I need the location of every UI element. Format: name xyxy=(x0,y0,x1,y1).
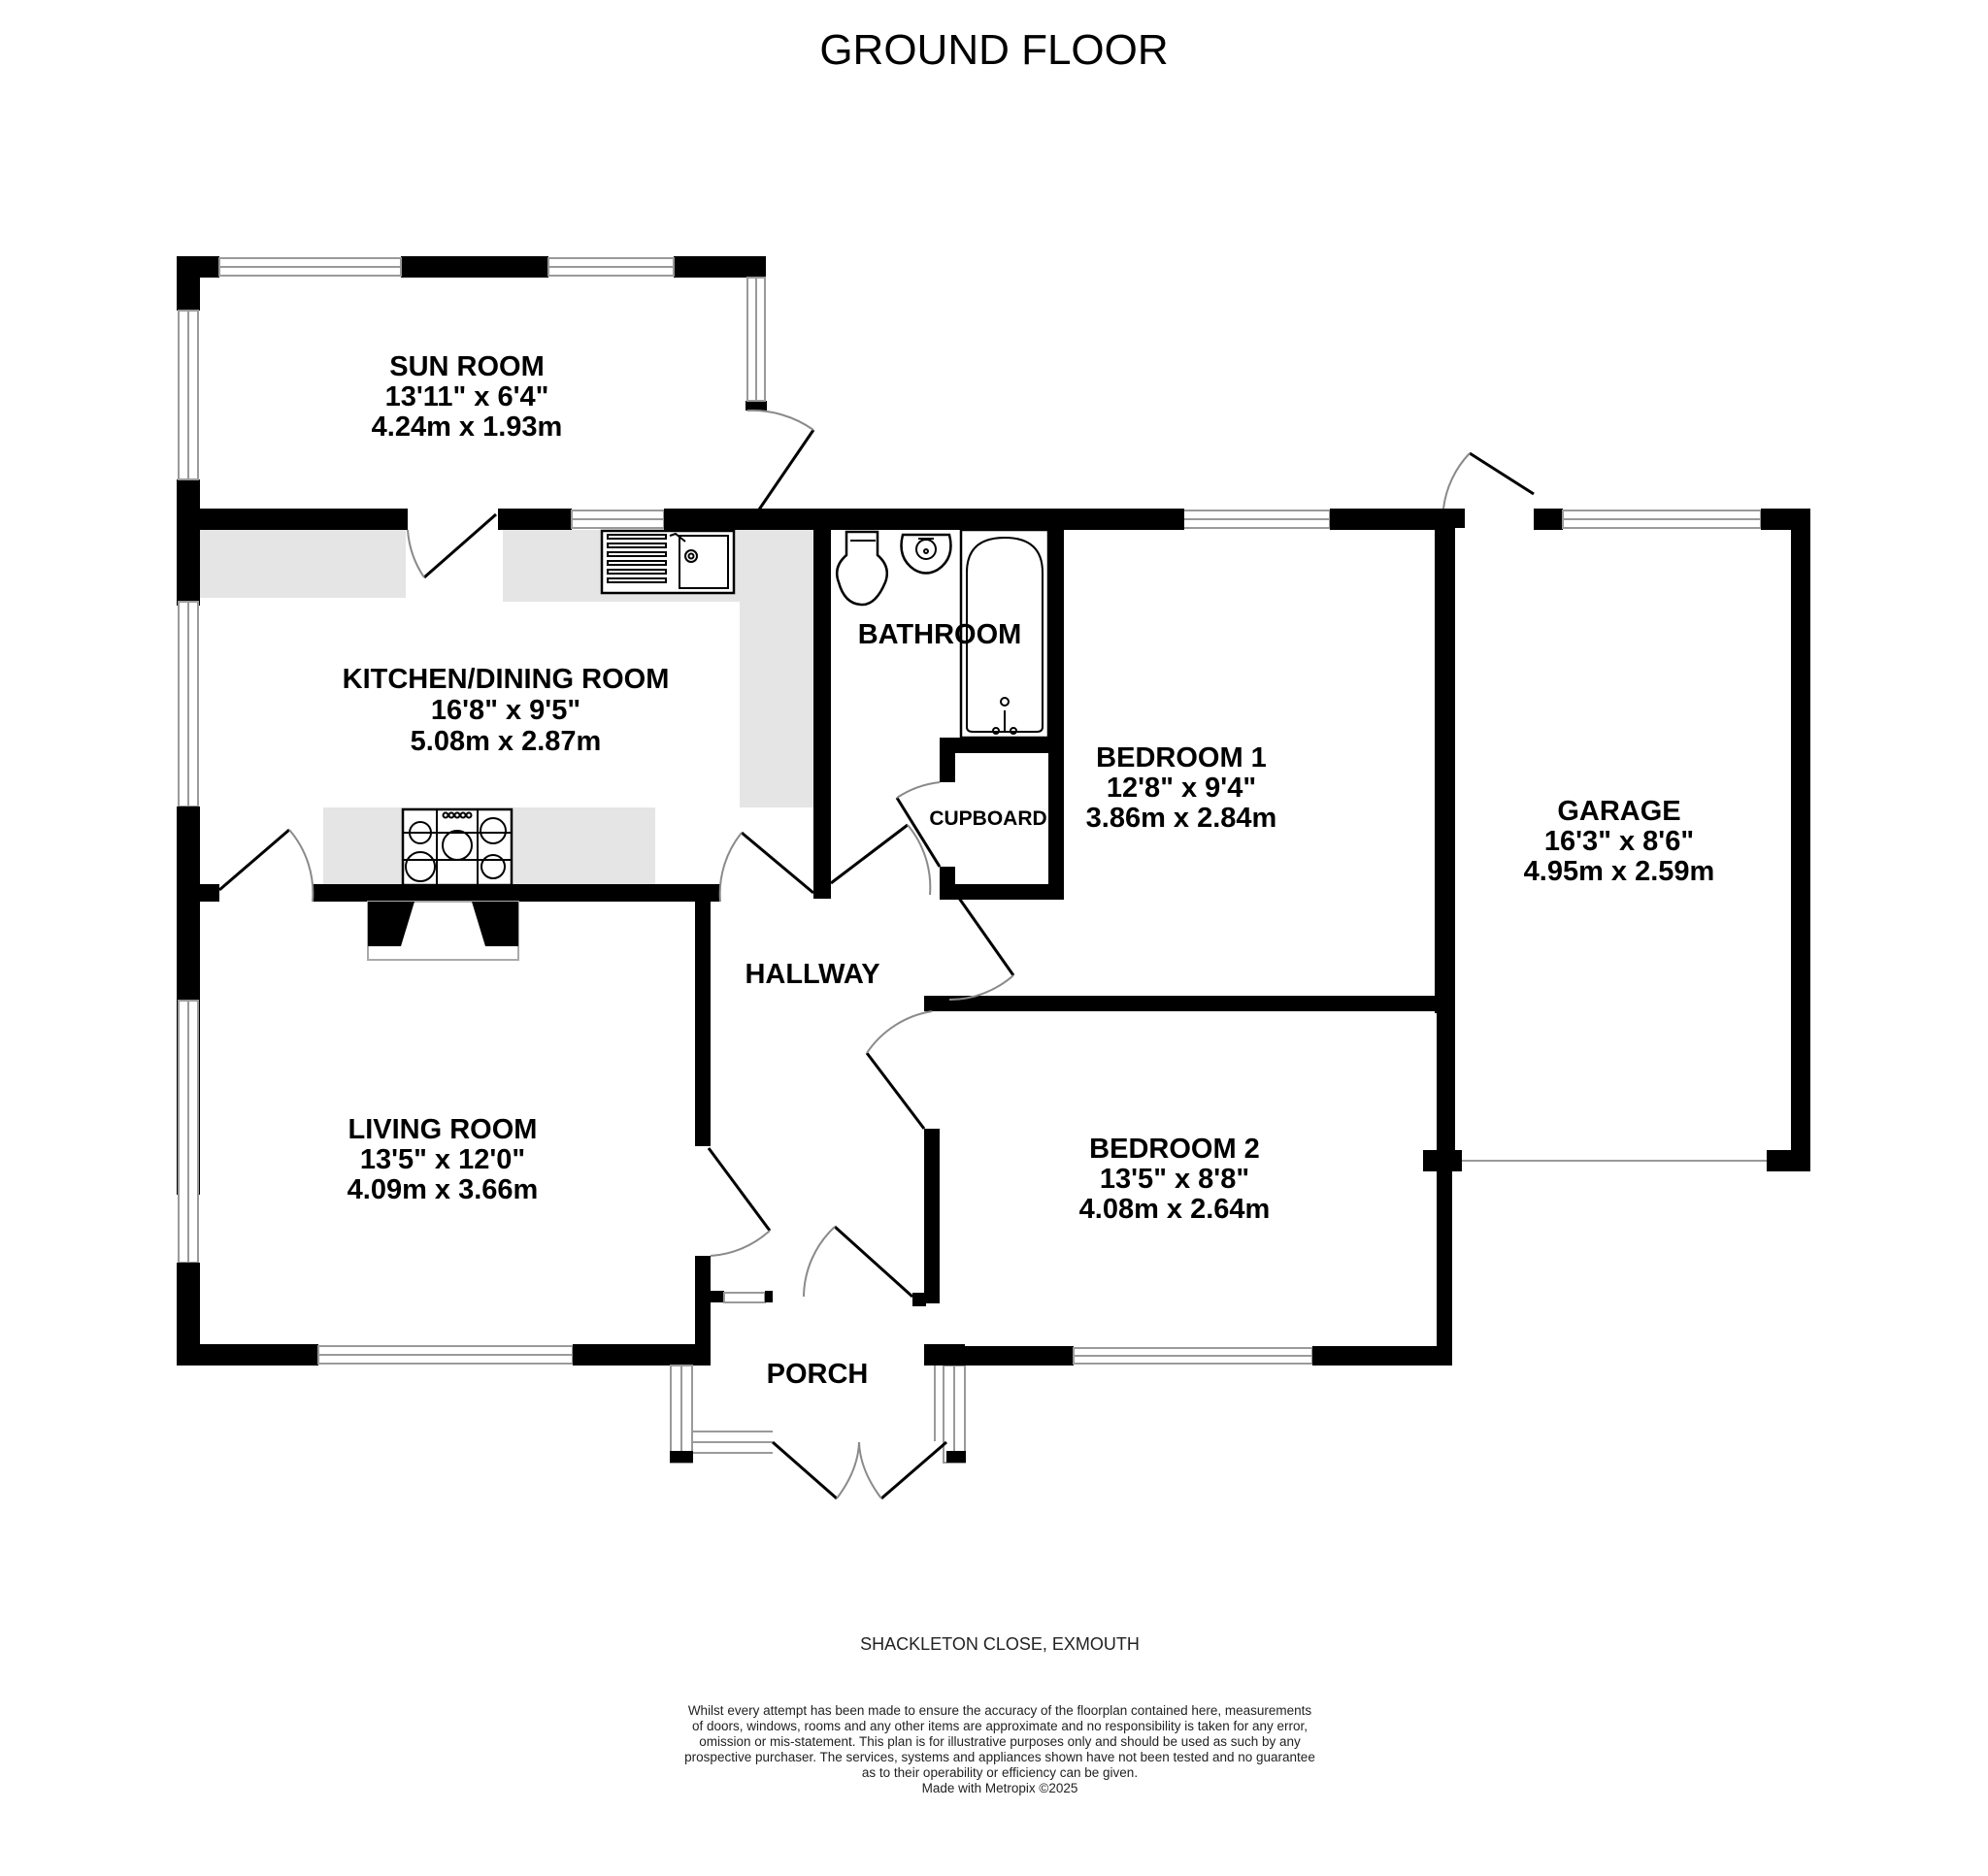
address: SHACKLETON CLOSE, EXMOUTH xyxy=(860,1634,1140,1654)
floor-title: GROUND FLOOR xyxy=(819,26,1168,74)
fireplace-icon xyxy=(367,901,519,961)
living-room-door xyxy=(707,1147,772,1257)
bedroom2-door xyxy=(865,1010,933,1130)
cupboard-door xyxy=(895,781,942,868)
bathroom-walls xyxy=(815,530,1064,900)
disclaimer-line: omission or mis-statement. This plan is … xyxy=(699,1734,1301,1749)
room-name-bathroom: BATHROOM xyxy=(858,619,1022,650)
sink-icon xyxy=(600,529,736,595)
kitchen-living-door xyxy=(218,828,315,903)
room-dims-metric-sun-room: 4.24m x 1.93m xyxy=(372,411,563,443)
room-dims-imperial-bedroom-1: 12'8" x 9'4" xyxy=(1107,773,1256,804)
room-dims-imperial-sun-room: 13'11" x 6'4" xyxy=(385,381,549,412)
room-dims-metric-garage: 4.95m x 2.59m xyxy=(1524,856,1715,887)
room-name-garage: GARAGE xyxy=(1557,796,1680,827)
room-name-porch: PORCH xyxy=(767,1359,869,1390)
kitchen-top-walls xyxy=(177,509,1450,530)
room-name-bedroom-1: BEDROOM 1 xyxy=(1096,742,1267,773)
room-name-living-room: LIVING ROOM xyxy=(348,1114,538,1145)
room-dims-imperial-garage: 16'3" x 8'6" xyxy=(1544,826,1694,857)
disclaimer-line: as to their operability or efficiency ca… xyxy=(862,1765,1138,1780)
toilet-icon xyxy=(836,530,888,607)
disclaimer-line: of doors, windows, rooms and any other i… xyxy=(692,1719,1308,1733)
room-dims-metric-living-room: 4.09m x 3.66m xyxy=(348,1174,539,1205)
disclaimer: Whilst every attempt has been made to en… xyxy=(684,1703,1315,1795)
basin-icon xyxy=(900,533,952,575)
kitchen-bottom-wall xyxy=(200,884,720,902)
room-name-cupboard: CUPBOARD xyxy=(929,807,1046,830)
room-name-hallway: HALLWAY xyxy=(745,959,879,990)
bathroom-door xyxy=(830,823,932,896)
bath-icon xyxy=(959,528,1050,740)
living-room-walls xyxy=(177,1000,711,1366)
kitchen-sunroom-door xyxy=(407,512,497,579)
room-name-bedroom-2: BEDROOM 2 xyxy=(1089,1134,1260,1165)
room-name-sun-room: SUN ROOM xyxy=(389,351,545,382)
disclaimer-line: prospective purchaser. The services, sys… xyxy=(684,1750,1315,1764)
room-dims-metric-bedroom-1: 3.86m x 2.84m xyxy=(1086,803,1277,834)
bedroom1-door xyxy=(948,896,1015,1001)
room-dims-imperial-living-room: 13'5" x 12'0" xyxy=(360,1144,525,1175)
garage-door xyxy=(1442,451,1535,510)
garage-walls xyxy=(1423,509,1810,1171)
disclaimer-line: Whilst every attempt has been made to en… xyxy=(688,1703,1312,1718)
room-dims-imperial-bedroom-2: 13'5" x 8'8" xyxy=(1100,1164,1249,1195)
room-dims-imperial-kitchen: 16'8" x 9'5" xyxy=(431,695,580,726)
porch-front-doors xyxy=(772,1440,947,1500)
porch-inner-door xyxy=(803,1225,914,1299)
hob-icon xyxy=(401,807,514,887)
hallway-walls xyxy=(695,902,940,1349)
room-name-kitchen: KITCHEN/DINING ROOM xyxy=(343,664,670,695)
sun-room-door xyxy=(746,409,815,510)
room-dims-metric-bedroom-2: 4.08m x 2.64m xyxy=(1079,1194,1271,1225)
credit: Made with Metropix ©2025 xyxy=(922,1781,1078,1795)
room-dims-metric-kitchen: 5.08m x 2.87m xyxy=(411,726,602,757)
